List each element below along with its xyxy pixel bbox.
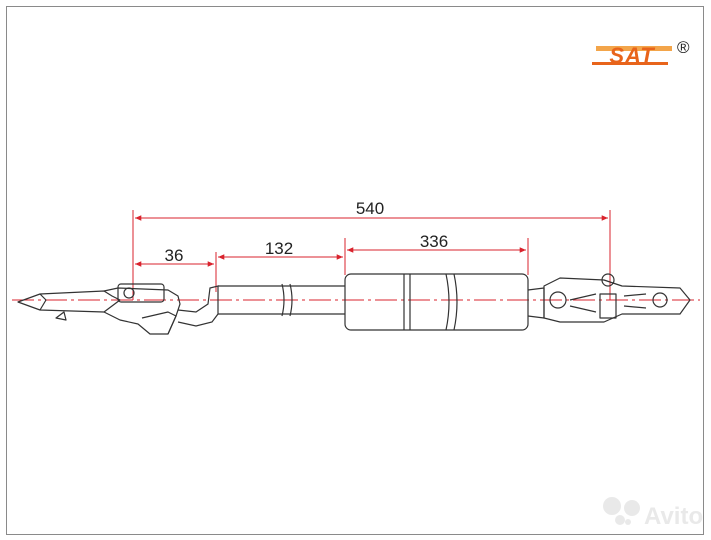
cylinder-body <box>344 273 529 331</box>
dimension-label-rod: 132 <box>265 239 293 258</box>
cylinder-break-1 <box>445 273 450 331</box>
rod-bent-end <box>177 285 219 327</box>
right-pin-body <box>599 293 617 319</box>
right-bracket-hole-right <box>652 292 668 308</box>
logo-stripe-bottom <box>592 62 668 65</box>
rod <box>177 283 345 327</box>
left-clamp-lip <box>141 311 177 335</box>
dimension-label-overall: 540 <box>356 199 384 218</box>
logo-stripe-top <box>596 46 672 51</box>
rod-break-2 <box>289 283 293 317</box>
right-pin-top <box>601 273 615 287</box>
right-bracket-outline <box>543 277 691 323</box>
drawing-frame <box>6 6 704 535</box>
watermark: Avito <box>603 497 703 530</box>
rod-break-1 <box>281 283 285 317</box>
right-neck <box>527 287 545 319</box>
watermark-text: Avito <box>644 503 703 530</box>
cylinder-break-2 <box>453 273 458 331</box>
left-tongue <box>17 290 121 313</box>
logo-text: SAT <box>609 43 655 68</box>
left-pin-circle <box>123 287 135 299</box>
registered-mark: ® <box>677 38 690 57</box>
brand-logo: SAT ® <box>592 38 690 68</box>
cylinder <box>344 273 529 331</box>
left-tongue-mark <box>55 311 67 321</box>
right-bracket-ridges-2 <box>623 293 647 309</box>
left-tongue-edge <box>39 293 47 311</box>
left-clamp-top <box>117 283 165 303</box>
right-bracket-ridges <box>569 293 597 313</box>
left-clamp-body <box>103 287 181 335</box>
dimension-label-cylinder: 336 <box>420 232 448 251</box>
left-end-fitting <box>17 283 181 335</box>
avito-dots-icon <box>603 497 640 525</box>
right-bracket-hole-left <box>549 291 567 309</box>
dimension-label-rod-end: 36 <box>165 246 184 265</box>
right-end-fitting <box>527 273 691 323</box>
